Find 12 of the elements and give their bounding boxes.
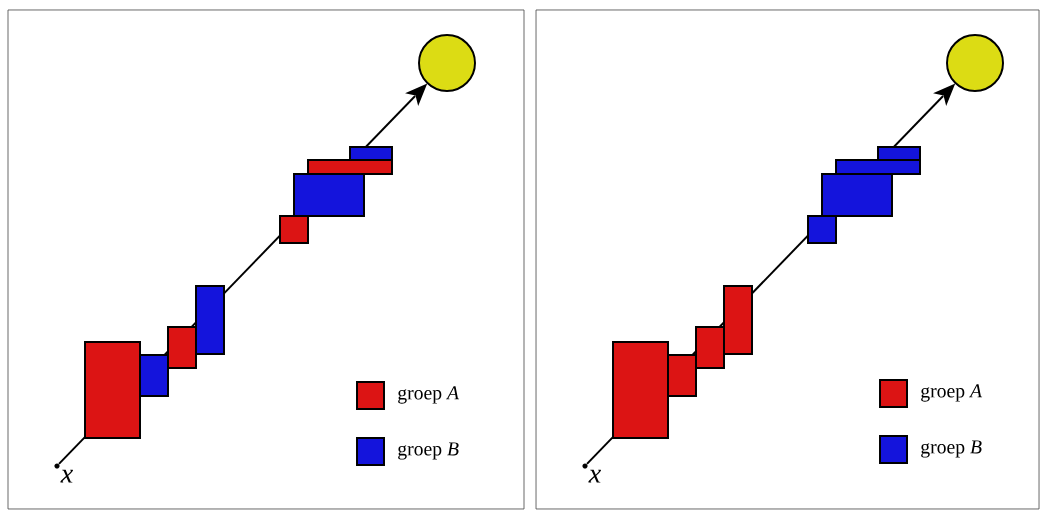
node-label: x — [588, 469, 601, 483]
legend-label: groep B — [921, 440, 982, 458]
start-point: x — [582, 463, 601, 483]
target-circle — [946, 34, 1004, 92]
panel-frame — [7, 9, 525, 510]
panel-frame — [535, 9, 1040, 510]
start-point: x — [54, 463, 73, 483]
node-label: x — [60, 469, 73, 483]
legend-label: groep A — [398, 386, 460, 404]
legend-label: groep B — [398, 442, 459, 460]
target-circle — [418, 34, 476, 92]
legend-label: groep A — [921, 384, 983, 402]
